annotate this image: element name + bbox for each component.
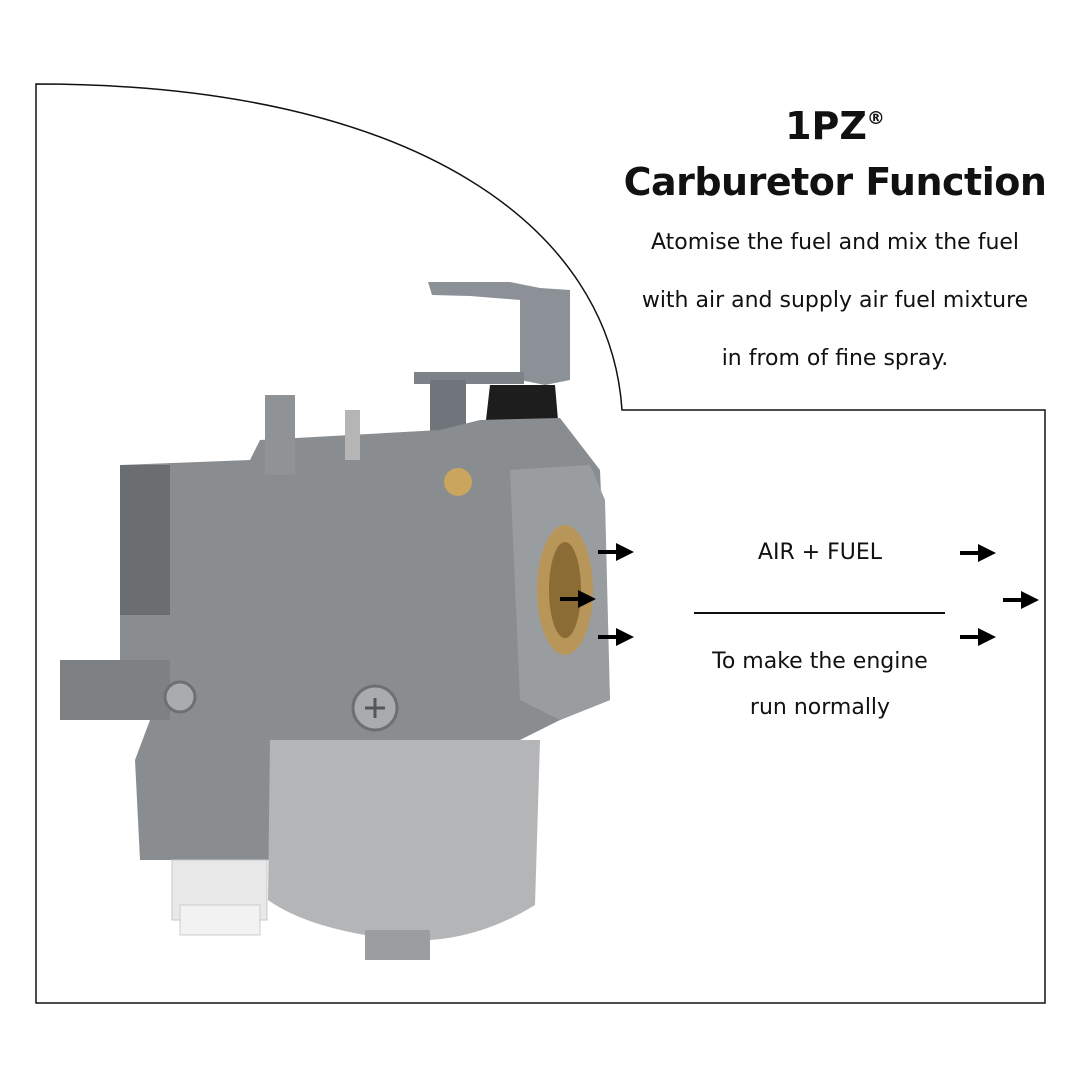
arrow-right-icon xyxy=(560,590,596,608)
result-line: run normally xyxy=(749,695,891,720)
page-title: Carburetor Function xyxy=(623,160,1047,204)
arrow-right-icon xyxy=(598,628,634,646)
carburetor-image xyxy=(60,282,610,960)
brand-name: 1PZ® xyxy=(700,104,970,148)
description-line: with air and supply air fuel mixture xyxy=(641,288,1029,313)
arrow-right-icon xyxy=(598,543,634,561)
arrow-right-icon xyxy=(960,628,996,646)
input-label: AIR + FUEL xyxy=(757,540,883,565)
result-line: To make the engine xyxy=(712,649,928,674)
brand-text: 1PZ xyxy=(785,104,867,148)
arrow-right-icon xyxy=(1003,591,1039,609)
registered-mark: ® xyxy=(866,108,885,129)
description-line: in from of fine spray. xyxy=(721,346,949,371)
description-line: Atomise the fuel and mix the fuel xyxy=(650,230,1020,255)
arrow-right-icon xyxy=(960,544,996,562)
